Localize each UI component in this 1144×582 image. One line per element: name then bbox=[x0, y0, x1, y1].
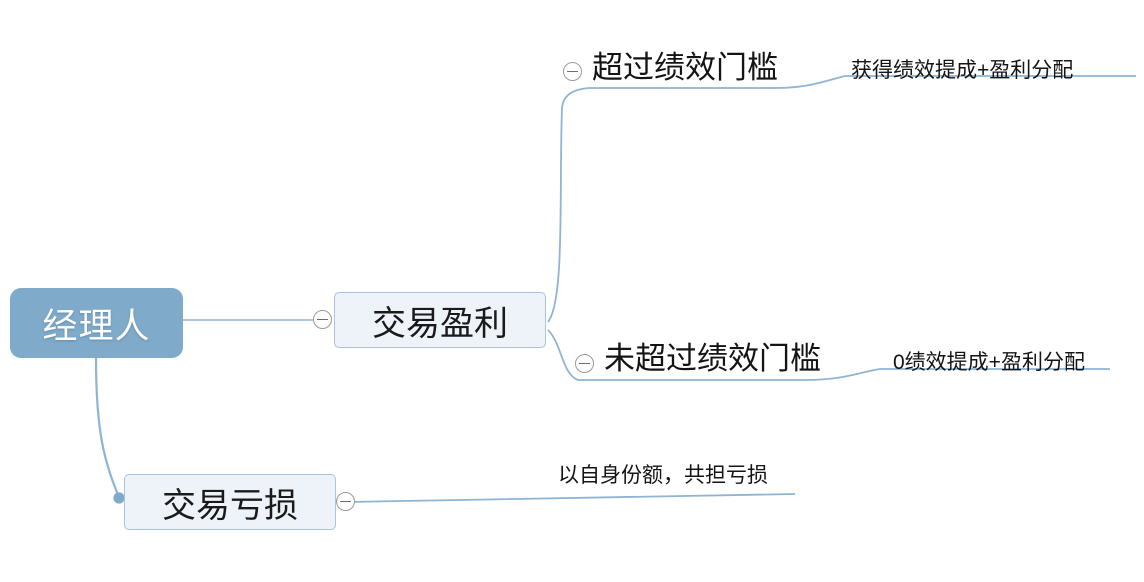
node-trading-loss-label: 交易亏损 bbox=[162, 486, 298, 525]
collapse-minus-icon-under-threshold[interactable] bbox=[575, 354, 594, 373]
node-over-threshold-outcome-label: 获得绩效提成+盈利分配 bbox=[851, 59, 1074, 82]
node-trading-loss-outcome[interactable]: 以自身份额，共担亏损 bbox=[558, 465, 768, 486]
node-under-threshold[interactable]: 未超过绩效门槛 bbox=[604, 343, 821, 374]
node-trading-loss[interactable]: 交易亏损 bbox=[124, 474, 336, 530]
node-over-threshold-outcome[interactable]: 获得绩效提成+盈利分配 bbox=[851, 60, 1073, 81]
connector-endpoint-dot-loss bbox=[113, 492, 125, 504]
connector-root-to-loss bbox=[94, 357, 121, 498]
node-over-threshold-label: 超过绩效门槛 bbox=[592, 50, 778, 85]
node-under-threshold-outcome-label: 0绩效提成+盈利分配 bbox=[893, 351, 1085, 374]
node-trading-profit[interactable]: 交易盈利 bbox=[334, 292, 546, 348]
node-root-manager[interactable]: 经理人 bbox=[10, 288, 183, 358]
node-trading-loss-outcome-label: 以自身份额，共担亏损 bbox=[558, 464, 768, 487]
collapse-minus-icon-trading-loss[interactable] bbox=[336, 492, 355, 511]
node-under-threshold-label: 未超过绩效门槛 bbox=[604, 341, 821, 376]
node-over-threshold[interactable]: 超过绩效门槛 bbox=[592, 52, 778, 83]
node-trading-profit-label: 交易盈利 bbox=[372, 304, 508, 343]
connector-loss-to-tail bbox=[345, 493, 796, 503]
collapse-minus-icon-over-threshold[interactable] bbox=[563, 62, 582, 81]
node-root-label: 经理人 bbox=[42, 306, 151, 346]
collapse-minus-icon-trading-profit[interactable] bbox=[313, 310, 332, 329]
node-under-threshold-outcome[interactable]: 0绩效提成+盈利分配 bbox=[893, 352, 1085, 373]
connector-profit-to-over bbox=[547, 75, 1136, 323]
